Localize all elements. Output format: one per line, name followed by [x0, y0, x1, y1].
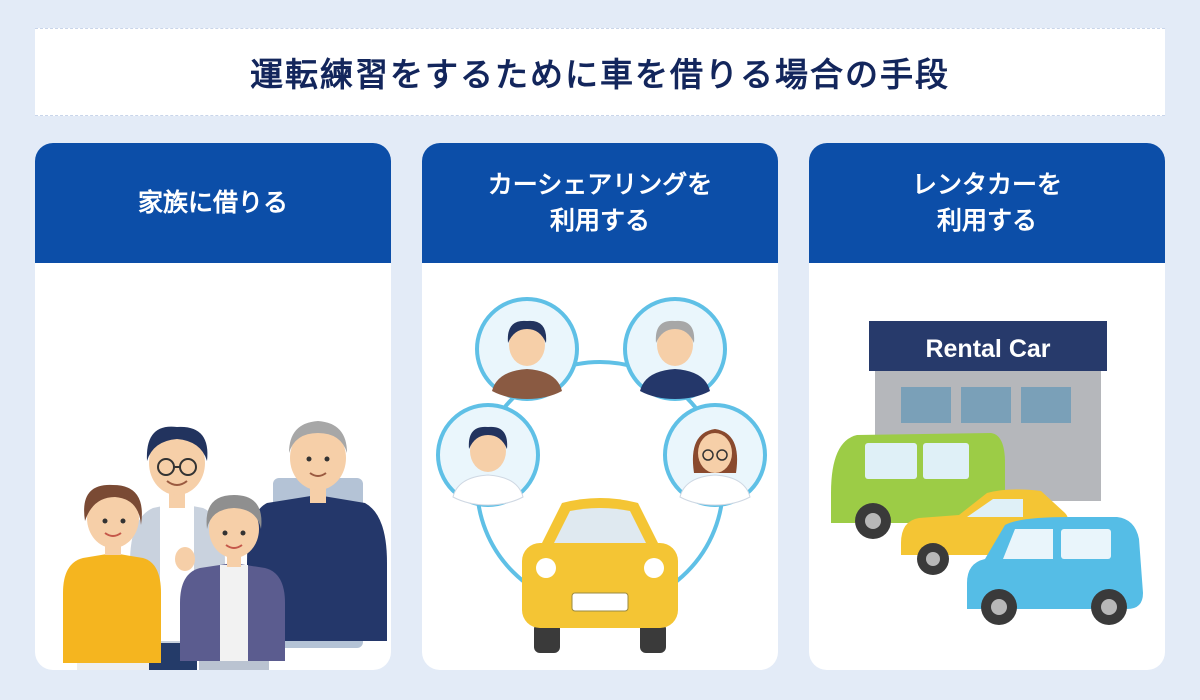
family-illustration: [63, 421, 387, 670]
avatar-top-left: [475, 297, 579, 401]
card-car-sharing-header: カーシェアリングを 利用する: [422, 143, 778, 263]
card-car-sharing: カーシェアリングを 利用する: [422, 143, 778, 670]
grandfather-figure: [247, 421, 387, 648]
grandmother-figure: [175, 495, 285, 670]
card-rental-car-header: レンタカーを 利用する: [809, 143, 1165, 263]
rental-sign-text: Rental Car: [925, 335, 1050, 363]
card-family-label: 家族に借りる: [137, 188, 288, 217]
card-car-sharing-label-line1: カーシェアリングを: [487, 170, 713, 199]
page-title: 運転練習をするために車を借りる場合の手段: [250, 55, 950, 94]
mother-figure: [63, 484, 161, 670]
card-rental-car: レンタカーを 利用する Rental Car: [809, 143, 1165, 670]
card-rental-car-label-line1: レンタカーを: [911, 170, 1062, 199]
title-banner: 運転練習をするために車を借りる場合の手段: [35, 28, 1165, 116]
card-family-header: 家族に借りる: [35, 143, 391, 263]
rental-car-illustration: Rental Car: [831, 321, 1143, 625]
shared-car: [522, 498, 678, 653]
avatar-top-right: [623, 297, 727, 401]
blue-car: [967, 517, 1143, 625]
card-rental-car-label-line2: 利用する: [936, 206, 1037, 235]
card-car-sharing-label-line2: 利用する: [549, 206, 650, 235]
green-car: [831, 433, 1005, 539]
card-family: 家族に借りる: [35, 143, 391, 670]
car-sharing-illustration: [436, 297, 767, 653]
avatar-left: [436, 403, 540, 507]
avatar-right: [663, 403, 767, 507]
